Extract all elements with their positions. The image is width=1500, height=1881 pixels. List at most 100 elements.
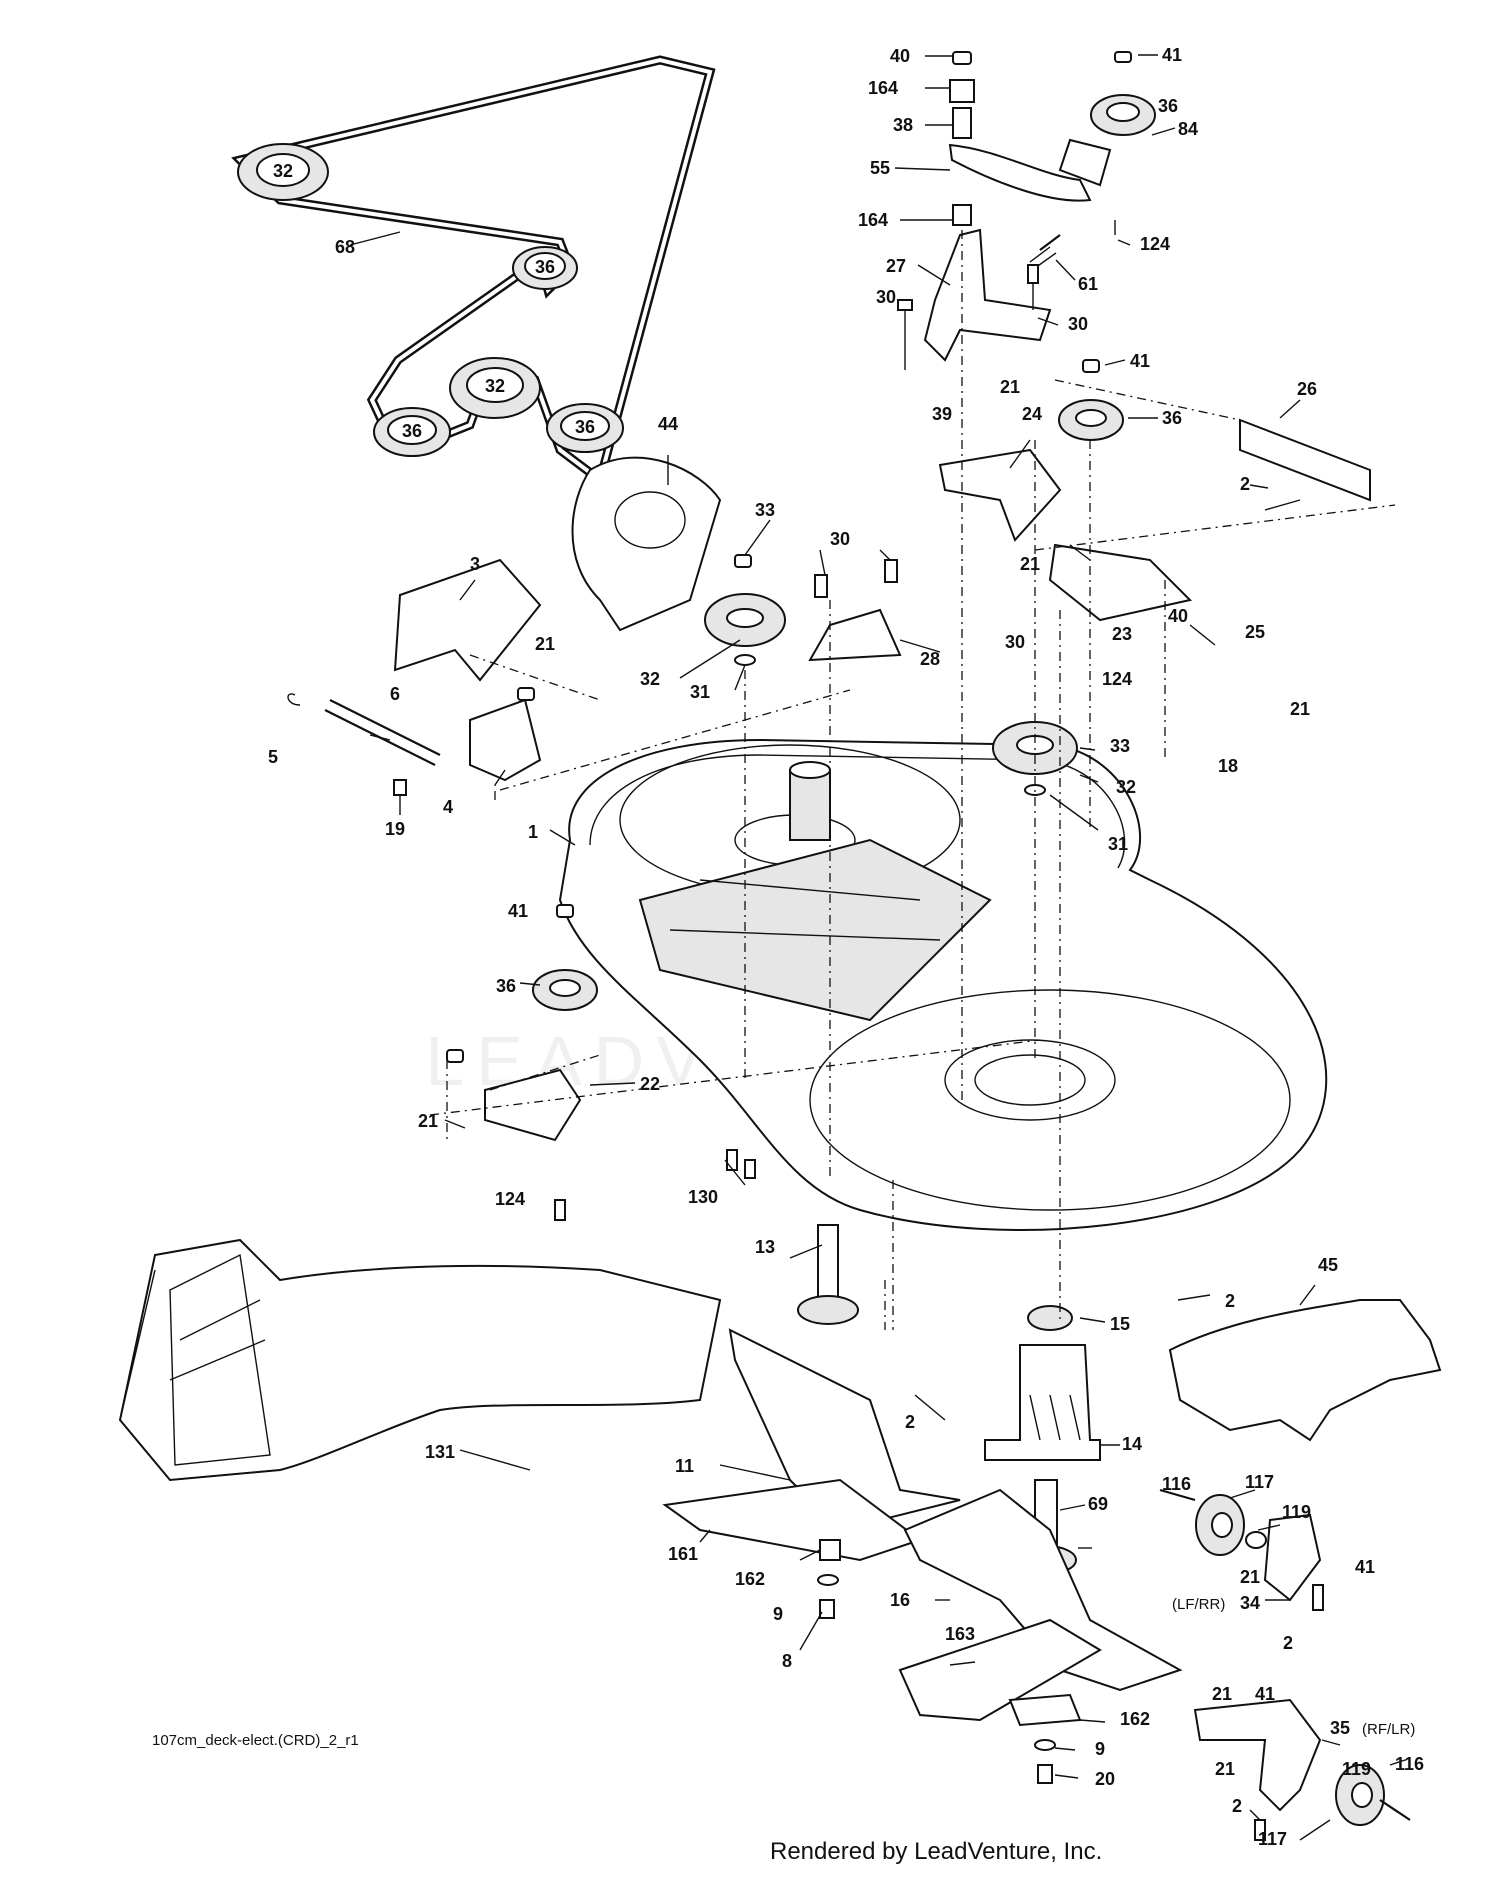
callout-2: 2: [1240, 474, 1250, 494]
callout-30: 30: [1068, 314, 1088, 334]
callout-2: 2: [1225, 1291, 1235, 1311]
callout-21: 21: [1215, 1759, 1235, 1779]
callout-21: 21: [1020, 554, 1040, 574]
callout-124: 124: [495, 1189, 525, 1209]
pulley-label: 32: [485, 376, 505, 396]
callout-117: 117: [1245, 1472, 1274, 1492]
callout-119: 119: [1282, 1502, 1311, 1522]
pulley-label: 36: [402, 421, 422, 441]
drive-belt-68: [231, 55, 716, 488]
callout-21: 21: [1212, 1684, 1232, 1704]
drawing-name: 107cm_deck-elect.(CRD)_2_r1: [152, 1732, 359, 1749]
callout-23: 23: [1112, 624, 1132, 644]
callout-28: 28: [920, 649, 940, 669]
callout-117: 117: [1258, 1829, 1287, 1849]
callout-124: 124: [1102, 669, 1132, 689]
callout-41: 41: [1255, 1684, 1275, 1704]
callout-84: 84: [1178, 119, 1198, 139]
callout-36: 36: [496, 976, 516, 996]
callout-162: 162: [735, 1569, 765, 1589]
callout-9: 9: [1095, 1739, 1105, 1759]
callout-2: 2: [1283, 1633, 1293, 1653]
left-bracket-assembly: [287, 456, 1078, 815]
callout-61: 61: [1078, 274, 1098, 294]
callout-40: 40: [890, 46, 910, 66]
callout-30: 30: [1005, 632, 1025, 652]
spindle-blade-assemblies: [662, 1224, 1183, 1784]
callout-34: 34: [1240, 1593, 1260, 1613]
callout-numbers: 40 41 164 36 38 84 55 164 124 27 61 30 3…: [268, 45, 1424, 1849]
callout-30: 30: [830, 529, 850, 549]
callout-164: 164: [868, 78, 898, 98]
callout-18: 18: [1218, 756, 1238, 776]
callout-164: 164: [858, 210, 888, 230]
callout-16: 16: [890, 1590, 910, 1610]
callout-39: 39: [932, 404, 952, 424]
callout-36: 36: [1162, 408, 1182, 428]
callout-31: 31: [1108, 834, 1128, 854]
callout-161: 161: [668, 1544, 698, 1564]
callout-26: 26: [1297, 379, 1317, 399]
callout-13: 13: [755, 1237, 775, 1257]
callout-24: 24: [1022, 404, 1042, 424]
callout-21: 21: [535, 634, 555, 654]
pulley-labels: 32 36 32 36 36: [273, 161, 595, 441]
callout-68: 68: [335, 237, 355, 257]
callout-rf-lr: (RF/LR): [1362, 1721, 1415, 1738]
callout-11: 11: [675, 1456, 694, 1476]
callout-41: 41: [1355, 1557, 1375, 1577]
callout-8: 8: [782, 1651, 792, 1671]
callout-20: 20: [1095, 1769, 1115, 1789]
callout-36: 36: [1158, 96, 1178, 116]
callout-33: 33: [1110, 736, 1130, 756]
callout-5: 5: [268, 747, 278, 767]
callout-131: 131: [425, 1442, 455, 1462]
callout-14: 14: [1122, 1434, 1142, 1454]
callout-21: 21: [1240, 1567, 1260, 1587]
alignment-lines: [429, 230, 1396, 1330]
callout-44: 44: [658, 414, 678, 434]
callout-38: 38: [893, 115, 913, 135]
callout-9: 9: [773, 1604, 783, 1624]
callout-119: 119: [1342, 1759, 1371, 1779]
callout-21: 21: [1000, 377, 1020, 397]
callout-162: 162: [1120, 1709, 1150, 1729]
belt-pulleys: [237, 143, 624, 457]
deck-chamber-right: [809, 989, 1291, 1211]
callout-30: 30: [876, 287, 896, 307]
left-front-bracket: [446, 904, 756, 1221]
callout-116: 116: [1395, 1754, 1424, 1774]
discharge-chute-131: [118, 1238, 722, 1482]
upper-idler-assembly: [897, 51, 1371, 622]
callout-1: 1: [528, 822, 538, 842]
mower-deck-shell: [558, 738, 1328, 1231]
footer-credit: Rendered by LeadVenture, Inc.: [770, 1838, 1103, 1865]
callout-25: 25: [1245, 622, 1265, 642]
callout-55: 55: [870, 158, 890, 178]
callout-32: 32: [640, 669, 660, 689]
pulley-label: 36: [535, 257, 555, 277]
gauge-wheel-assemblies: [1159, 1488, 1411, 1841]
discharge-deflector-plate: [638, 838, 992, 1022]
callout-45: 45: [1318, 1255, 1338, 1275]
callout-69: 69: [1088, 1494, 1108, 1514]
callout-41: 41: [1162, 45, 1182, 65]
callout-124: 124: [1140, 234, 1170, 254]
callout-130: 130: [688, 1187, 718, 1207]
callout-41: 41: [1130, 351, 1150, 371]
callout-19: 19: [385, 819, 405, 839]
callout-4: 4: [443, 797, 453, 817]
callout-22: 22: [640, 1074, 660, 1094]
callout-35: 35: [1330, 1718, 1350, 1738]
callout-leaders: [349, 54, 1406, 1841]
pulley-label: 32: [273, 161, 293, 181]
callout-3: 3: [470, 554, 480, 574]
callout-40: 40: [1168, 606, 1188, 626]
callout-31: 31: [690, 682, 710, 702]
callout-41: 41: [508, 901, 528, 921]
callout-33: 33: [755, 500, 775, 520]
callout-27: 27: [886, 256, 906, 276]
callout-lf-rr: (LF/RR): [1172, 1596, 1225, 1613]
callout-15: 15: [1110, 1314, 1130, 1334]
